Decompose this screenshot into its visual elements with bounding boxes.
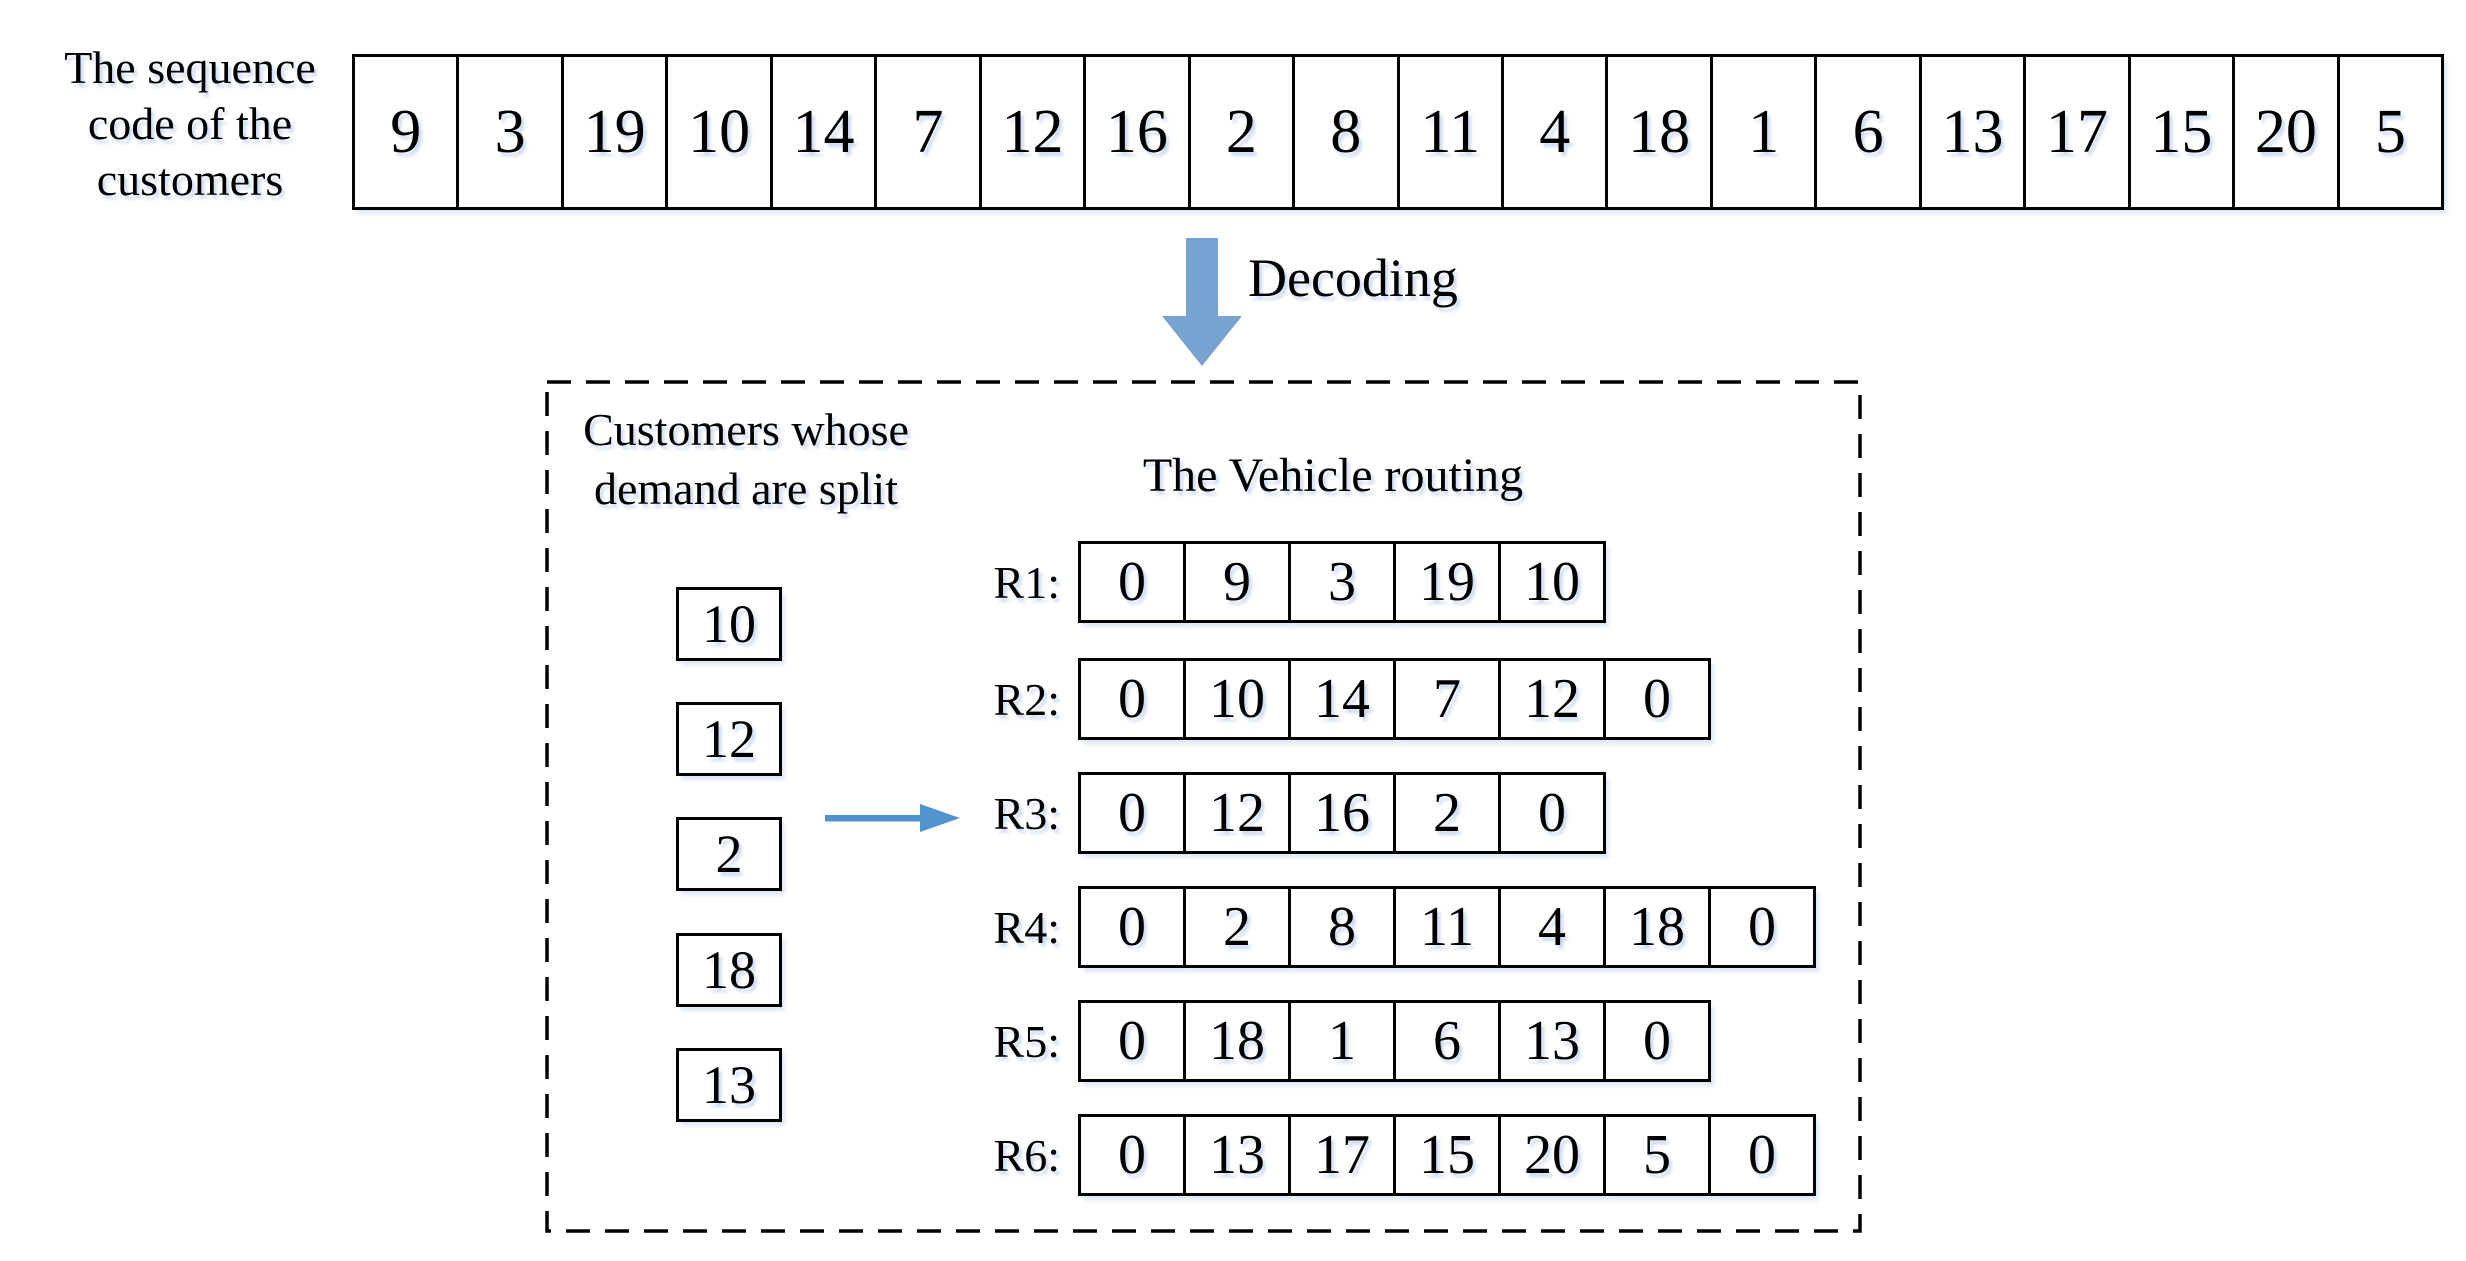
decoded-result-dashed-box [545, 380, 1862, 1233]
sequence-caption: The sequence code of the customers [64, 42, 316, 205]
sequence-cell: 10 [665, 54, 773, 210]
route-stop-cell: 9 [1183, 541, 1291, 623]
split-customer-box: 18 [676, 933, 782, 1007]
route-stop-cell: 8 [1288, 886, 1396, 968]
route-label: R2: [993, 673, 1060, 725]
sequence-cell: 1 [1709, 54, 1818, 210]
sequence-cell: 3 [456, 54, 564, 210]
sequence-cell: 14 [769, 54, 878, 210]
sequence-cell: 20 [2232, 54, 2340, 210]
split-customer-box: 10 [676, 587, 782, 661]
route-stop-cell: 15 [1393, 1114, 1501, 1196]
right-arrow-line [825, 815, 923, 822]
route-stop-cell: 0 [1078, 658, 1186, 740]
route-stop-cell: 0 [1078, 541, 1186, 623]
route-stop-cell: 2 [1393, 772, 1501, 854]
route-stop-cell: 0 [1078, 1000, 1186, 1082]
route-stop-cell: 0 [1603, 1000, 1711, 1082]
sequence-cell: 12 [978, 54, 1087, 210]
right-arrow-head [920, 804, 960, 832]
sequence-cell: 11 [1396, 54, 1504, 210]
sequence-cell: 7 [874, 54, 982, 210]
split-customer-box: 2 [676, 817, 782, 891]
decoding-down-arrow-icon [1162, 238, 1242, 366]
sequence-cell: 5 [2336, 54, 2445, 210]
route-stop-cell: 10 [1183, 658, 1291, 740]
route-stop-cell: 13 [1183, 1114, 1291, 1196]
route-stop-cell: 1 [1288, 1000, 1396, 1082]
route-stop-cell: 0 [1708, 1114, 1816, 1196]
dashed-border [545, 380, 1862, 1233]
route-label: R3: [993, 787, 1060, 839]
route-stop-cell: 0 [1078, 1114, 1186, 1196]
route-stop-cell: 10 [1498, 541, 1606, 623]
route-label: R6: [993, 1129, 1060, 1181]
route-stop-cell: 19 [1393, 541, 1501, 623]
route-stop-cell: 5 [1603, 1114, 1711, 1196]
sequence-cell: 18 [1605, 54, 1713, 210]
route-stop-cell: 6 [1393, 1000, 1501, 1082]
route-stop-cell: 17 [1288, 1114, 1396, 1196]
sequence-cell: 15 [2127, 54, 2236, 210]
route-stop-cell: 20 [1498, 1114, 1606, 1196]
route-stop-cell: 0 [1078, 772, 1186, 854]
route-stop-cell: 3 [1288, 541, 1396, 623]
sequence-cell: 4 [1500, 54, 1609, 210]
sequence-cell: 9 [352, 54, 460, 210]
decoding-down-arrow-shape [1162, 238, 1242, 366]
route-stop-cell: 18 [1183, 1000, 1291, 1082]
route-stop-cell: 11 [1393, 886, 1501, 968]
route-stop-cell: 13 [1498, 1000, 1606, 1082]
vehicle-routing-title: The Vehicle routing [1142, 449, 1524, 502]
sequence-cell: 2 [1187, 54, 1296, 210]
split-customer-box: 12 [676, 702, 782, 776]
split-customers-title: Customers whose demand are split [583, 404, 909, 514]
route-stop-cell: 16 [1288, 772, 1396, 854]
split-customer-box: 13 [676, 1048, 782, 1122]
sequence-cell: 19 [560, 54, 669, 210]
route-label: R1: [993, 556, 1060, 608]
route-stop-cell: 0 [1078, 886, 1186, 968]
sequence-cell: 6 [1814, 54, 1922, 210]
route-stop-cell: 12 [1183, 772, 1291, 854]
route-stop-cell: 0 [1708, 886, 1816, 968]
route-stop-cell: 0 [1603, 658, 1711, 740]
route-stop-cell: 14 [1288, 658, 1396, 740]
sequence-cell: 17 [2023, 54, 2131, 210]
route-stop-cell: 0 [1498, 772, 1606, 854]
decoding-label: Decoding [1248, 248, 1458, 308]
route-label: R5: [993, 1015, 1060, 1067]
route-stop-cell: 18 [1603, 886, 1711, 968]
sequence-cell: 8 [1292, 54, 1400, 210]
sequence-cell: 16 [1083, 54, 1191, 210]
route-label: R4: [993, 901, 1060, 953]
right-arrow-icon [825, 804, 960, 832]
route-stop-cell: 12 [1498, 658, 1606, 740]
route-stop-cell: 7 [1393, 658, 1501, 740]
route-stop-cell: 2 [1183, 886, 1291, 968]
route-stop-cell: 4 [1498, 886, 1606, 968]
sequence-cell: 13 [1918, 54, 2027, 210]
